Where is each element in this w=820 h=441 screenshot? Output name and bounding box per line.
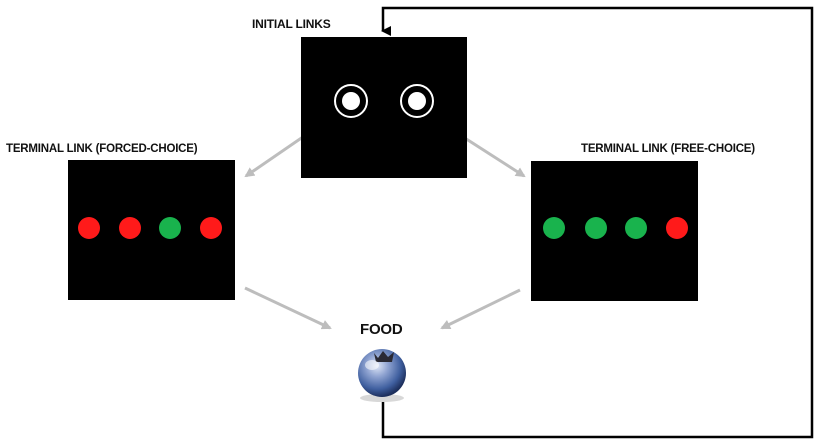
- free-dot-3: [625, 217, 647, 239]
- left-key[interactable]: [334, 84, 368, 118]
- forced-dot-3: [159, 217, 181, 239]
- initial-links-panel: [301, 37, 467, 178]
- forced-dot-2: [119, 217, 141, 239]
- forced-dot-1: [78, 217, 100, 239]
- blueberry-icon: [358, 349, 406, 402]
- free-choice-panel: [531, 161, 698, 301]
- initial-links-label: INITIAL LINKS: [252, 17, 331, 31]
- right-key-light-icon: [408, 92, 426, 110]
- right-key[interactable]: [400, 84, 434, 118]
- free-dot-4: [666, 217, 688, 239]
- forced-choice-label: TERMINAL LINK (FORCED-CHOICE): [6, 143, 198, 155]
- arrow-forced-to-food: [244, 286, 332, 330]
- forced-dot-4: [200, 217, 222, 239]
- free-choice-label: TERMINAL LINK (FREE-CHOICE): [581, 143, 755, 155]
- forced-choice-panel: [68, 160, 235, 300]
- arrow-free-to-food: [440, 288, 521, 330]
- free-dot-2: [585, 217, 607, 239]
- loop-line: [381, 6, 814, 439]
- free-dot-1: [543, 217, 565, 239]
- left-key-light-icon: [342, 92, 360, 110]
- food-label: FOOD: [360, 321, 403, 338]
